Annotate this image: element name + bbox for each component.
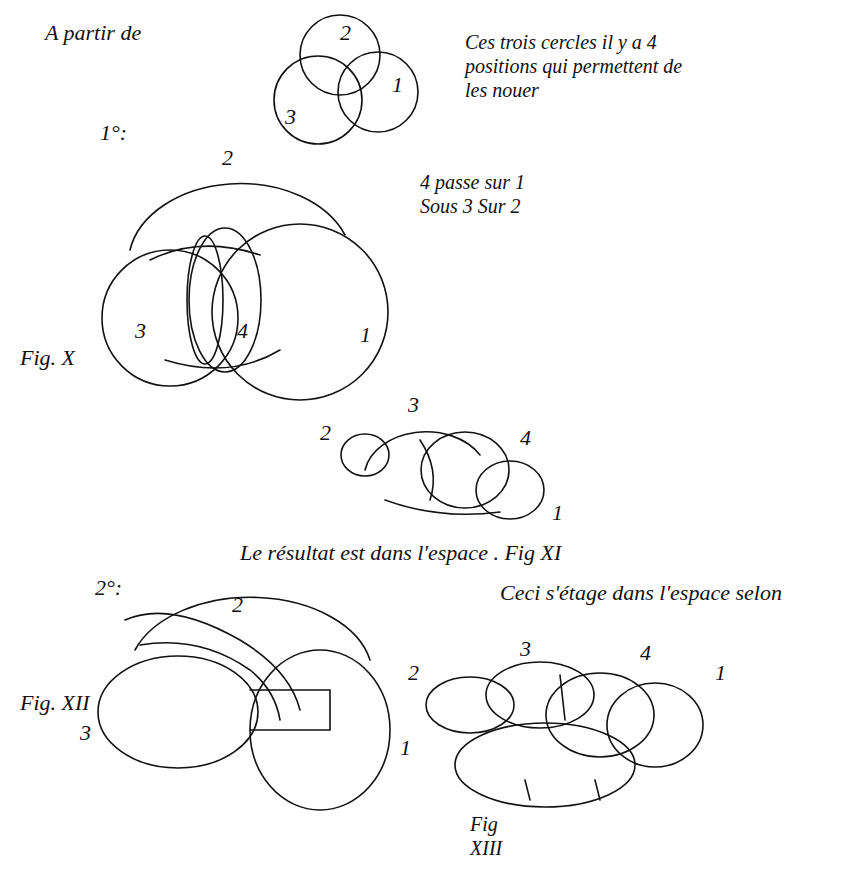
circle-number: 3 bbox=[520, 636, 531, 662]
note: Ceci s'étage dans l'espace selon bbox=[500, 580, 782, 606]
circle-number: 2 bbox=[222, 145, 233, 171]
circle-number: 3 bbox=[135, 318, 146, 344]
circle-number: 1 bbox=[392, 72, 403, 98]
note: Ces trois cercles il y a 4 positions qui… bbox=[465, 30, 685, 102]
circle-number: 2 bbox=[320, 420, 331, 446]
circle-number: 3 bbox=[285, 104, 296, 130]
circle-number: 4 bbox=[237, 318, 248, 344]
note: 4 passe sur 1 Sous 3 Sur 2 bbox=[420, 170, 540, 218]
circle-number: 1 bbox=[715, 660, 726, 686]
circle-number: 3 bbox=[408, 392, 419, 418]
fig-xi-knot bbox=[341, 432, 544, 519]
figure-label: Fig. XII bbox=[20, 690, 90, 716]
section-number: 2°: bbox=[95, 575, 122, 601]
section-number: 1°: bbox=[100, 120, 127, 146]
circle-number: 1 bbox=[360, 322, 371, 348]
three-circles bbox=[274, 15, 418, 144]
circle-number: 1 bbox=[552, 500, 563, 526]
figure-label: Fig XIII bbox=[470, 812, 520, 860]
circle-number: 2 bbox=[232, 592, 243, 618]
circle-number: 4 bbox=[640, 640, 651, 666]
circle-number: 3 bbox=[80, 720, 91, 746]
caption-text: Le résultat est dans l'espace . Fig XI bbox=[240, 540, 561, 566]
fig-xii-knot bbox=[98, 597, 390, 810]
figure-label: Fig. X bbox=[20, 345, 75, 371]
circle-number: 2 bbox=[340, 20, 351, 46]
circle-number: 2 bbox=[408, 660, 419, 686]
fig-x-knot bbox=[102, 184, 388, 400]
intro-text: A partir de bbox=[45, 20, 141, 46]
circle-number: 4 bbox=[520, 425, 531, 451]
circle-number: 1 bbox=[400, 735, 411, 761]
fig-xiii-knot bbox=[426, 662, 703, 807]
